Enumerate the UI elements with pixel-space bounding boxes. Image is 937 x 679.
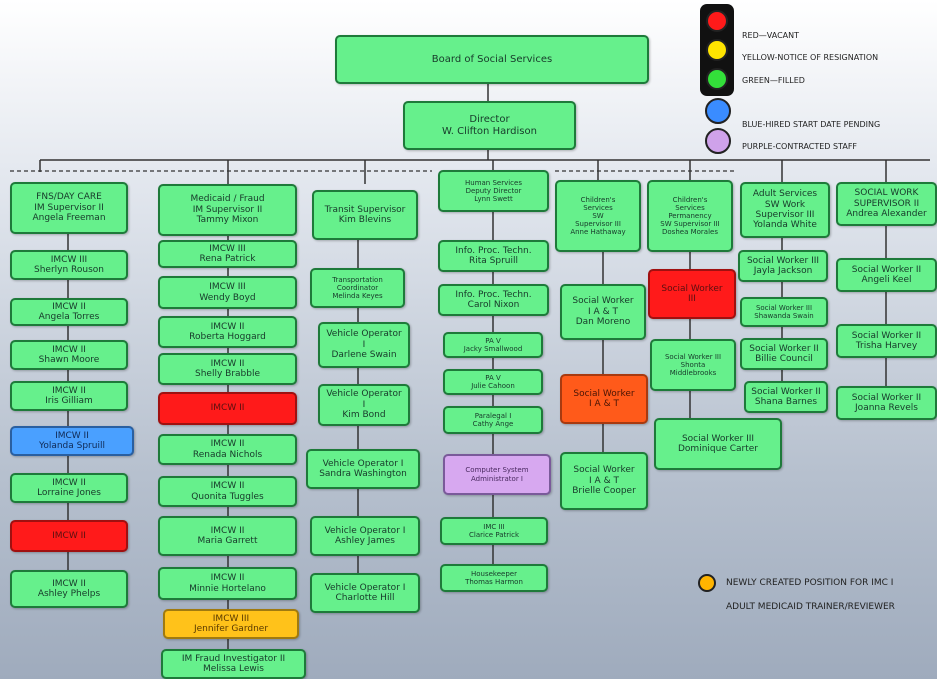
human-staff-6: Computer System Administrator I [443,454,551,495]
human-staff-1: Info. Proc. Techn. Rita Spruill [438,240,549,272]
new-position-note-line1: NEWLY CREATED POSITION FOR IMC I [726,578,894,588]
permanency-head-box: Children's Services Permanency SW Superv… [647,180,733,252]
fns-staff-3: IMCW II Shawn Moore [10,340,128,370]
medicaid-staff-3: IMCW II Roberta Hoggard [158,316,297,348]
children-staff-3: Social Worker I A & T Brielle Cooper [560,452,648,510]
transit-staff-2: Vehicle Operator I Darlene Swain [318,322,410,368]
green-light-icon [706,68,728,90]
permanency-staff-2: Social Worker III Shonta Middlebrooks [650,339,736,391]
fns-staff-6: IMCW II Lorraine Jones [10,473,128,503]
human-head-box: Human Services Deputy Director Lynn Swet… [438,170,549,212]
transit-head-box: Transit Supervisor Kim Blevins [312,190,418,240]
fns-staff-4: IMCW II Iris Gilliam [10,381,128,411]
fns-staff-1: IMCW III Sherlyn Rouson [10,250,128,280]
red-light-icon [706,10,728,32]
fns-staff-5: IMCW II Yolanda Spruill [10,426,134,456]
blue-circle-icon [705,98,731,124]
human-staff-3: PA V Jacky Smallwood [443,332,543,358]
adult-staff-3: Social Worker II Billie Council [740,338,828,370]
children-staff-2: Social Worker I A & T [560,374,648,424]
socialwork-head-box: SOCIAL WORK SUPERVISOR II Andrea Alexand… [836,182,937,226]
fns-staff-8: IMCW II Ashley Phelps [10,570,128,608]
legend-purple-label: PURPLE-CONTRACTED STAFF [742,142,858,151]
human-staff-8: Housekeeper Thomas Harmon [440,564,548,592]
transit-staff-4: Vehicle Operator I Sandra Washington [306,449,420,489]
orange-circle-icon [698,574,716,592]
legend-yellow-label: YELLOW-NOTICE OF RESIGNATION [742,53,879,62]
medicaid-staff-5: IMCW II [158,392,297,425]
human-staff-5: Paralegal I Cathy Ange [443,406,543,434]
adult-staff-4: Social Worker II Shana Barnes [744,381,828,413]
transit-staff-3: Vehicle Operator I Kim Bond [318,384,410,426]
adult-head-box: Adult Services SW Work Supervisor III Yo… [740,182,830,238]
transit-staff-1: Transportation Coordinator Melinda Keyes [310,268,405,308]
medicaid-staff-2: IMCW III Wendy Boyd [158,276,297,309]
legend-green-label: GREEN—FILLED [742,76,805,85]
legend-red-label: RED—VACANT [742,31,799,40]
adult-staff-2: Social Worker III Shawanda Swain [740,297,828,327]
medicaid-staff-10: IMCW III Jennifer Gardner [163,609,299,639]
children-head-box: Children's Services SW Supervisor III An… [555,180,641,252]
purple-circle-icon [705,128,731,154]
human-staff-2: Info. Proc. Techn. Carol Nixon [438,284,549,316]
yellow-light-icon [706,39,728,61]
fns-staff-2: IMCW II Angela Torres [10,298,128,326]
fns-staff-7: IMCW II [10,520,128,552]
medicaid-staff-7: IMCW II Quonita Tuggles [158,476,297,507]
permanency-staff-3: Social Worker III Dominique Carter [654,418,782,470]
legend-blue-label: BLUE-HIRED START DATE PENDING [742,120,881,129]
new-position-note-line2: ADULT MEDICAID TRAINER/REVIEWER [726,602,895,612]
medicaid-staff-9: IMCW II Minnie Hortelano [158,567,297,600]
medicaid-head-box: Medicaid / Fraud IM Supervisor II Tammy … [158,184,297,236]
director-box: Director W. Clifton Hardison [403,101,576,150]
socialwork-staff-3: Social Worker II Joanna Revels [836,386,937,420]
medicaid-staff-4: IMCW II Shelly Brabble [158,353,297,385]
human-staff-7: IMC III Clarice Patrick [440,517,548,545]
medicaid-staff-11: IM Fraud Investigator II Melissa Lewis [161,649,306,679]
transit-staff-5: Vehicle Operator I Ashley James [310,516,420,556]
medicaid-staff-8: IMCW II Maria Garrett [158,516,297,556]
permanency-staff-1: Social Worker III [648,269,736,319]
socialwork-staff-2: Social Worker II Trisha Harvey [836,324,937,358]
fns-head-box: FNS/DAY CARE IM Supervisor II Angela Fre… [10,182,128,234]
socialwork-staff-1: Social Worker II Angeli Keel [836,258,937,292]
traffic-light-icon [700,4,734,96]
transit-staff-6: Vehicle Operator I Charlotte Hill [310,573,420,613]
adult-staff-1: Social Worker III Jayla Jackson [738,250,828,282]
board-box: Board of Social Services [335,35,649,84]
children-staff-1: Social Worker I A & T Dan Moreno [560,284,646,340]
medicaid-staff-1: IMCW III Rena Patrick [158,240,297,268]
human-staff-4: PA V Julie Cahoon [443,369,543,395]
medicaid-staff-6: IMCW II Renada Nichols [158,434,297,465]
